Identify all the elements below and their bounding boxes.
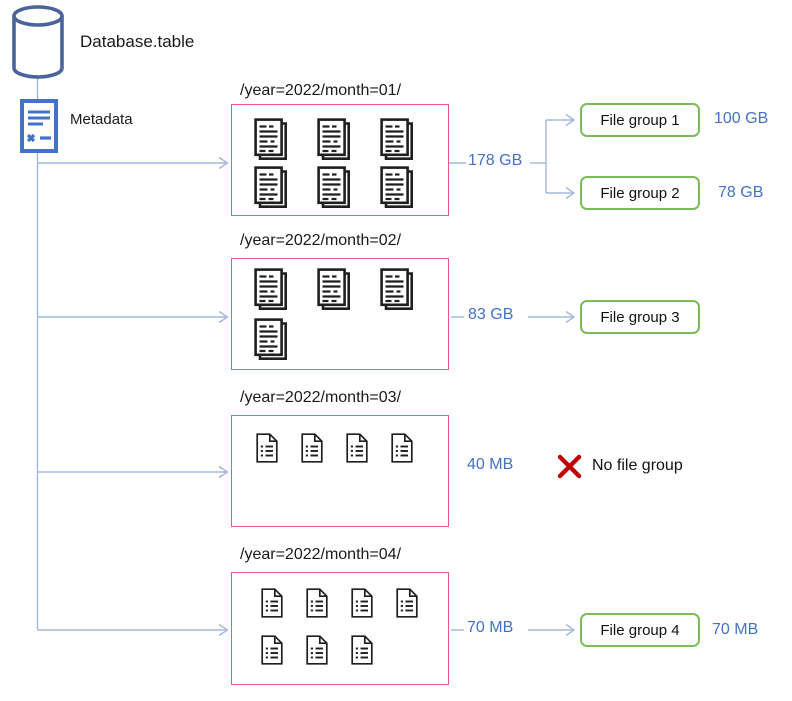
stacked-doc-icon bbox=[254, 166, 288, 209]
partition-title-month-01: /year=2022/month=01/ bbox=[240, 82, 402, 99]
red-x-icon bbox=[557, 454, 582, 478]
file-group-1-size: 100 GB bbox=[714, 110, 769, 127]
partition-files-month-03 bbox=[256, 433, 413, 463]
partition-title-month-02: /year=2022/month=02/ bbox=[240, 232, 402, 249]
file-group-4-size: 70 MB bbox=[712, 621, 759, 638]
list-doc-icon bbox=[256, 433, 278, 463]
stacked-doc-icon bbox=[317, 268, 351, 311]
partition-title-month-03: /year=2022/month=03/ bbox=[240, 389, 402, 406]
file-group-4-label: File group 4 bbox=[600, 621, 680, 639]
stacked-doc-icon bbox=[380, 268, 414, 311]
stacked-doc-icon bbox=[317, 118, 351, 161]
list-doc-icon bbox=[306, 588, 328, 618]
file-group-2-size: 78 GB bbox=[718, 184, 764, 201]
partition-box-month-03 bbox=[231, 415, 449, 527]
list-doc-icon bbox=[351, 588, 373, 618]
partition-size-month-04: 70 MB bbox=[467, 619, 514, 636]
list-doc-icon bbox=[391, 433, 413, 463]
database-icon bbox=[12, 5, 64, 79]
partition-size-month-01: 178 GB bbox=[468, 152, 523, 169]
file-group-3-box: File group 3 bbox=[580, 300, 700, 334]
file-group-1-label: File group 1 bbox=[600, 111, 680, 129]
list-doc-icon bbox=[396, 588, 418, 618]
database-table-label: Database.table bbox=[80, 32, 195, 51]
stacked-doc-icon bbox=[317, 166, 351, 209]
partition-files-month-01 bbox=[254, 118, 414, 209]
partition-title-month-04: /year=2022/month=04/ bbox=[240, 546, 402, 563]
list-doc-icon bbox=[346, 433, 368, 463]
partition-size-month-03: 40 MB bbox=[467, 456, 514, 473]
stacked-doc-icon bbox=[380, 118, 414, 161]
file-group-1-box: File group 1 bbox=[580, 103, 700, 137]
metadata-label: Metadata bbox=[70, 111, 133, 128]
no-file-group-label: No file group bbox=[592, 457, 683, 474]
list-doc-icon bbox=[306, 635, 328, 665]
list-doc-icon bbox=[261, 588, 283, 618]
list-doc-icon bbox=[351, 635, 373, 665]
stacked-doc-icon bbox=[254, 268, 288, 311]
stacked-doc-icon bbox=[254, 318, 288, 361]
partition-files-month-02 bbox=[254, 268, 414, 361]
partition-files-month-04 bbox=[261, 588, 418, 665]
file-group-3-label: File group 3 bbox=[600, 308, 680, 326]
stacked-doc-icon bbox=[380, 166, 414, 209]
file-group-4-box: File group 4 bbox=[580, 613, 700, 647]
list-doc-icon bbox=[261, 635, 283, 665]
stacked-doc-icon bbox=[254, 118, 288, 161]
partition-size-month-02: 83 GB bbox=[468, 306, 514, 323]
no-file-group: No file group bbox=[556, 452, 683, 480]
metadata-icon bbox=[20, 99, 58, 153]
file-group-2-label: File group 2 bbox=[600, 184, 680, 202]
file-group-2-box: File group 2 bbox=[580, 176, 700, 210]
list-doc-icon bbox=[301, 433, 323, 463]
